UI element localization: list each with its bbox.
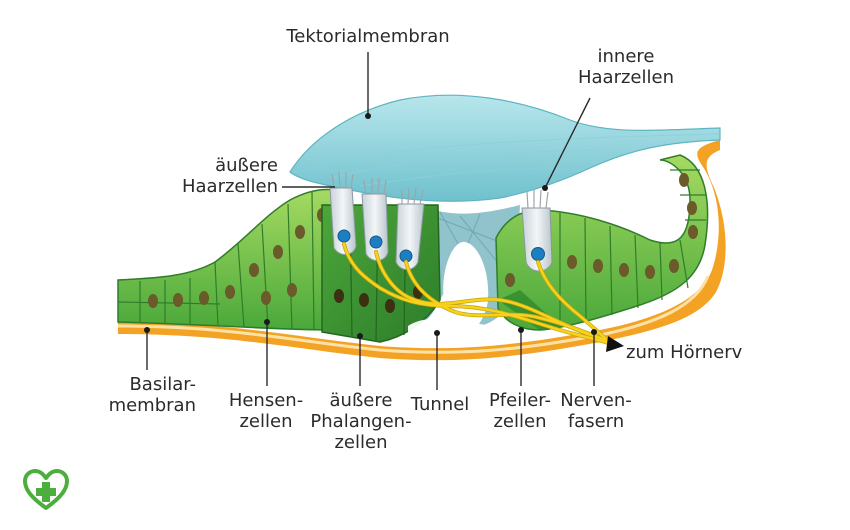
label-pfeilerzellen: Pfeiler- zellen <box>488 390 552 432</box>
heart-cross-logo <box>23 469 69 510</box>
leader-dots <box>144 113 597 339</box>
label-zum-hoernerv: zum Hörnerv <box>626 342 743 363</box>
label-aeussere-haarzellen: äußere Haarzellen <box>181 155 278 197</box>
leader-lines <box>146 52 595 390</box>
tunnel-lower <box>408 318 528 347</box>
label-hensenzellen: Hensen- zellen <box>228 390 304 432</box>
label-basilarmembran: Basilar- membran <box>108 374 196 416</box>
arrow-to-auditory-nerve <box>606 336 624 352</box>
nerve-fibers <box>342 242 614 346</box>
label-aeussere-phalangenzellen: äußere Phalangen- zellen <box>310 390 412 453</box>
basilar-membrane <box>117 140 726 361</box>
tectorial-membrane <box>289 94 721 202</box>
label-tunnel: Tunnel <box>410 394 470 415</box>
inner-hair-cell <box>521 189 553 272</box>
label-tektorialmembran: Tektorialmembran <box>286 26 450 47</box>
hensen-cells <box>117 188 336 331</box>
label-nervenfasern: Nerven- fasern <box>560 390 632 432</box>
label-innere-haarzellen: innere Haarzellen <box>577 46 674 88</box>
